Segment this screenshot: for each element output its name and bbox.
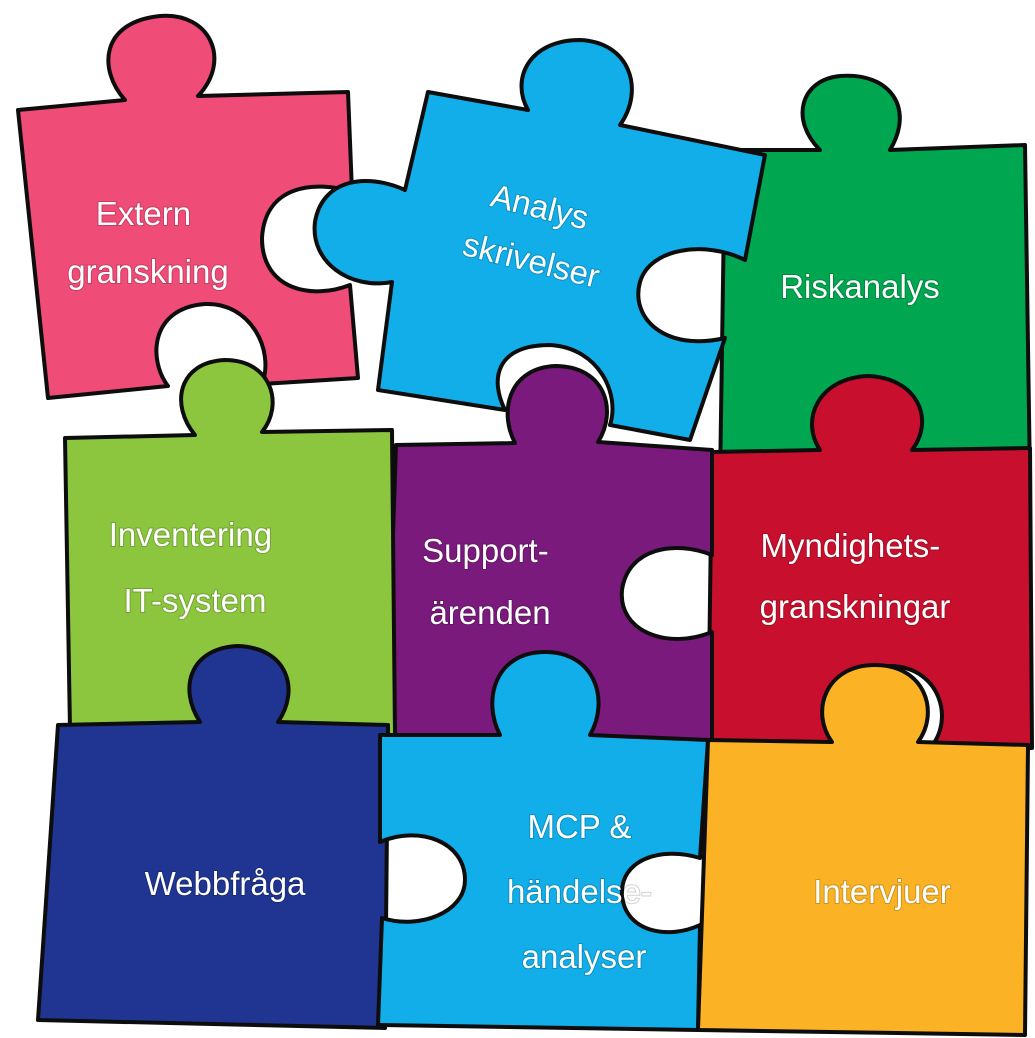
piece-webbfraga-label: Webbfråga: [145, 865, 306, 902]
piece-webbfraga-shape: [36, 644, 390, 1030]
piece-extern-granskning-label: Extern granskning: [67, 195, 228, 290]
piece-analys-skrivelser: Analys skrivelser: [312, 38, 767, 442]
piece-mcp-handelseanalyser-shape: [376, 650, 710, 1032]
piece-mcp-handelseanalyser-label: MCP & händelse- analyser: [507, 808, 661, 975]
piece-inventering-it-system-shape: [63, 358, 397, 737]
piece-intervjuer-shape: [696, 663, 1030, 1037]
piece-extern-granskning-shape: [16, 13, 360, 400]
piece-inventering-it-system: Inventering IT-system: [63, 358, 397, 737]
piece-riskanalys-shape: [718, 73, 1032, 484]
piece-support-arenden-label: Support- ärenden: [422, 532, 558, 631]
piece-myndighetsgranskningar: Myndighets- granskningar: [706, 374, 1034, 750]
piece-riskanalys-label: Riskanalys: [780, 268, 940, 305]
piece-analys-skrivelser-shape: [312, 38, 767, 442]
piece-intervjuer: Intervjuer: [696, 663, 1030, 1037]
piece-myndighetsgranskningar-label: Myndighets- granskningar: [760, 527, 951, 625]
piece-support-arenden: Support- ärenden: [299, 364, 714, 742]
piece-riskanalys: Riskanalys: [718, 73, 1032, 484]
piece-mcp-handelseanalyser: MCP & händelse- analyser: [376, 650, 710, 1032]
piece-extern-granskning: Extern granskning: [16, 13, 360, 400]
piece-webbfraga: Webbfråga: [36, 644, 390, 1030]
piece-intervjuer-label: Intervjuer: [813, 873, 951, 910]
piece-inventering-it-system-label: Inventering IT-system: [109, 516, 281, 619]
